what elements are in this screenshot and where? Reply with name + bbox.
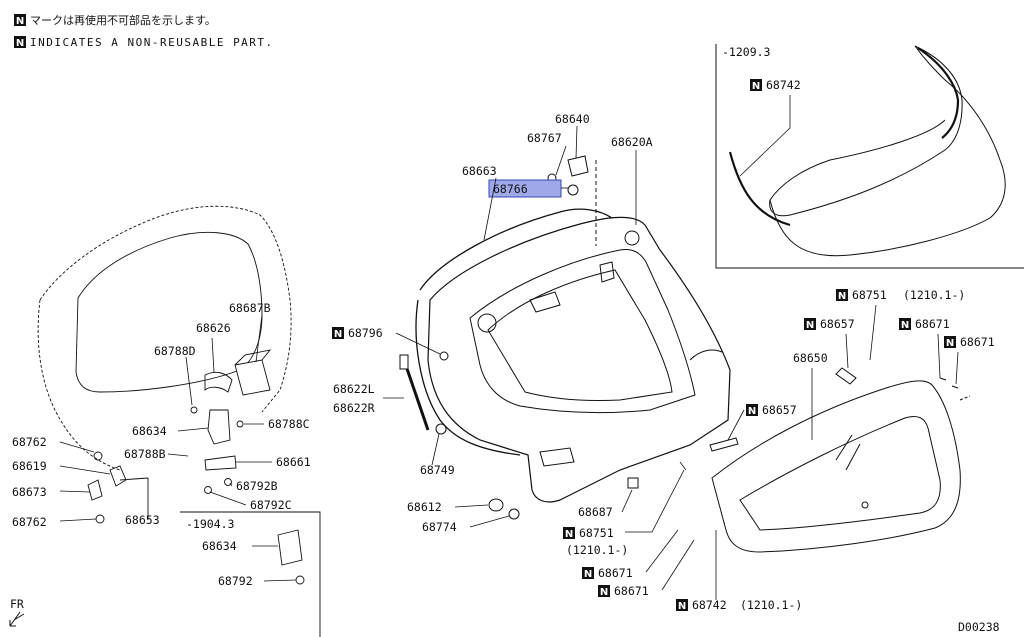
label-68626: 68626 (196, 321, 231, 335)
label-68766[interactable]: 68766 (493, 182, 528, 196)
label-68663: 68663 (462, 164, 497, 178)
label-68788D: 68788D (154, 344, 196, 358)
non-reusable-badge (804, 318, 816, 331)
label-68751: 68751 (579, 526, 614, 540)
note-english: INDICATES A NON-REUSABLE PART. (30, 36, 274, 49)
diagram-code: D00238 (958, 620, 1000, 634)
leaders-bottom (625, 461, 717, 600)
label-68620A: 68620A (611, 135, 653, 149)
label-68671-d: 68671 (960, 335, 995, 349)
label-68657-top: 68657 (820, 317, 855, 331)
non-reusable-badge (746, 404, 758, 417)
label-fr: FR (10, 597, 24, 611)
label-68671-c: 68671 (915, 317, 950, 331)
inset-box (715, 44, 1024, 269)
serial-1904: -1904.3 (186, 517, 235, 531)
label-68634-lower: 68634 (202, 539, 237, 553)
label-68622L: 68622L (333, 382, 375, 396)
serial-1210-c: (1210.1-) (903, 288, 965, 302)
non-reusable-badge (750, 79, 762, 92)
label-68671-a: 68671 (598, 566, 633, 580)
leaders-right (727, 304, 959, 441)
label-68619: 68619 (12, 459, 47, 473)
non-reusable-badge (899, 318, 911, 331)
non-reusable-badge (944, 336, 956, 349)
label-68671-b: 68671 (614, 584, 649, 598)
non-reusable-badge (14, 14, 26, 27)
label-68762-bottom: 68762 (12, 515, 47, 529)
label-68796: 68796 (348, 326, 383, 340)
serial-1210-b: (1210.1-) (740, 598, 802, 612)
leader-inset (739, 95, 791, 177)
highlight-68766[interactable] (488, 179, 562, 198)
label-68657-mid: 68657 (762, 403, 797, 417)
serial-1210-a: (1210.1-) (566, 543, 628, 557)
label-68653: 68653 (125, 513, 160, 527)
non-reusable-badge (676, 599, 688, 612)
note-japanese: マークは再使用不可部品を示します。 (30, 13, 216, 27)
fr-arrow-icon (9, 611, 25, 627)
label-68774: 68774 (422, 520, 457, 534)
non-reusable-badge (836, 289, 848, 302)
label-68792B: 68792B (236, 479, 278, 493)
label-68673: 68673 (12, 485, 47, 499)
label-68742-inset: 68742 (766, 78, 801, 92)
rear-glass-left (37, 205, 292, 471)
non-reusable-badge (598, 585, 610, 598)
tailgate-assembly (399, 155, 731, 520)
label-68687B: 68687B (229, 301, 271, 315)
label-68749: 68749 (420, 463, 455, 477)
label-68792C: 68792C (250, 498, 292, 512)
label-68687: 68687 (578, 505, 613, 519)
label-68792: 68792 (218, 574, 253, 588)
non-reusable-badge (563, 527, 575, 540)
leaders-center (383, 125, 637, 528)
non-reusable-badge (582, 567, 594, 580)
rear-glass-right (709, 367, 971, 553)
label-68762-top: 68762 (12, 435, 47, 449)
non-reusable-badge (14, 36, 26, 49)
label-68751-right: 68751 (852, 288, 887, 302)
leaders-left (59, 314, 297, 582)
label-68650: 68650 (793, 351, 828, 365)
serial-1209: -1209.3 (722, 45, 771, 59)
label-68788C: 68788C (268, 417, 310, 431)
label-68767: 68767 (527, 131, 562, 145)
non-reusable-badge (332, 327, 344, 340)
label-68640: 68640 (555, 112, 590, 126)
label-68742: 68742 (692, 598, 727, 612)
label-68634: 68634 (132, 424, 167, 438)
left-hardware (87, 349, 321, 637)
label-68661: 68661 (276, 455, 311, 469)
label-68612: 68612 (407, 500, 442, 514)
label-68622R: 68622R (333, 401, 375, 415)
label-68788B: 68788B (124, 447, 166, 461)
